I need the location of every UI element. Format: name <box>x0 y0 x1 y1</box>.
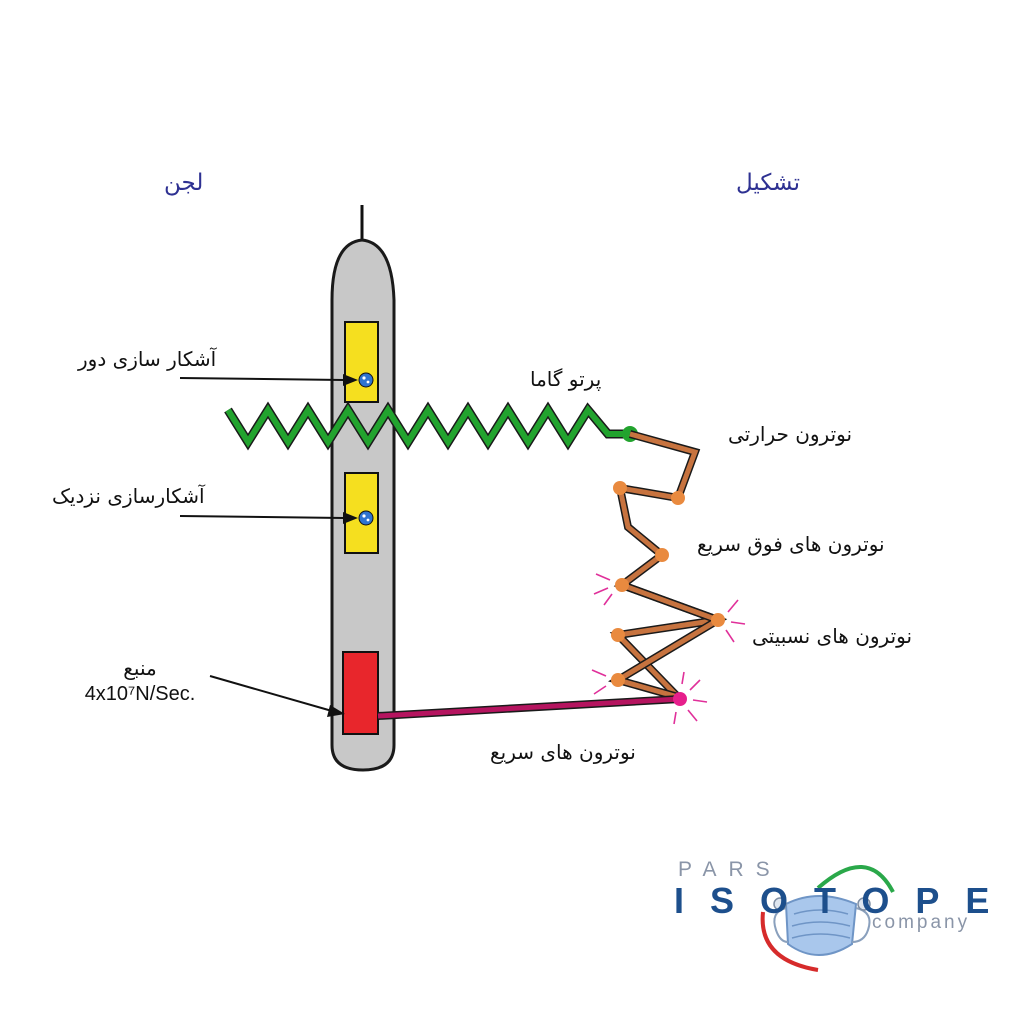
source-pointer <box>209 675 345 717</box>
fast-neutrons-label: نوترون های سریع <box>490 740 636 764</box>
mask-icon <box>773 895 871 956</box>
detector-dot-icon <box>358 510 374 526</box>
pars-isotope-logo: PARS ISOTOPE company <box>668 852 998 982</box>
logo-company-text: company <box>872 912 971 933</box>
neutron-node <box>655 548 669 562</box>
near-detector-pointer <box>179 512 358 524</box>
source-rate: 4x10⁷N/Sec. <box>84 683 196 705</box>
far-detector-pointer <box>179 374 358 386</box>
neutron-path <box>611 582 724 700</box>
neutron-node <box>615 578 629 592</box>
neutron-path-outline <box>609 430 720 700</box>
neutron-node <box>611 673 625 687</box>
neutron-node <box>671 491 685 505</box>
neutron-path <box>612 431 719 699</box>
neutron-node <box>711 613 725 627</box>
neutron-node <box>613 481 627 495</box>
logo-green-arc <box>816 865 895 893</box>
far-detector-label: آشکار سازی دور <box>78 347 217 371</box>
logo-pars-text: PARS <box>678 858 782 881</box>
logo-red-arc <box>760 911 819 972</box>
collision-spark-icon <box>673 671 708 725</box>
mud-heading: لجن <box>164 170 204 196</box>
source-label: منبع 4x10⁷N/Sec. <box>60 655 220 707</box>
detector-dot-icon <box>358 372 374 388</box>
fast-neutron-beam <box>377 696 681 719</box>
gamma-ray <box>225 404 628 448</box>
neutron-source <box>342 651 379 735</box>
thermal-neutron-label: نوترون حرارتی <box>728 422 853 446</box>
collision-spark-icon <box>725 599 746 643</box>
gamma-ray-label: پرتو گاما <box>530 367 602 391</box>
source-title: منبع <box>123 656 157 680</box>
logo-isotope-text: ISOTOPE <box>674 880 1016 921</box>
logo-graphic <box>760 865 895 972</box>
neutron-node <box>611 628 625 642</box>
far-detector <box>344 321 379 403</box>
near-detector-label: آشکارسازی نزدیک <box>52 484 205 508</box>
formation-heading: تشکیل <box>736 170 800 196</box>
super-fast-neutrons-label: نوترون های فوق سریع <box>697 532 885 556</box>
collision-spark-icon <box>593 573 613 606</box>
collision-spark-icon <box>591 669 607 695</box>
epithermal-neutrons-label: نوترون های نسبیتی <box>752 624 913 648</box>
collision-node <box>673 692 687 706</box>
